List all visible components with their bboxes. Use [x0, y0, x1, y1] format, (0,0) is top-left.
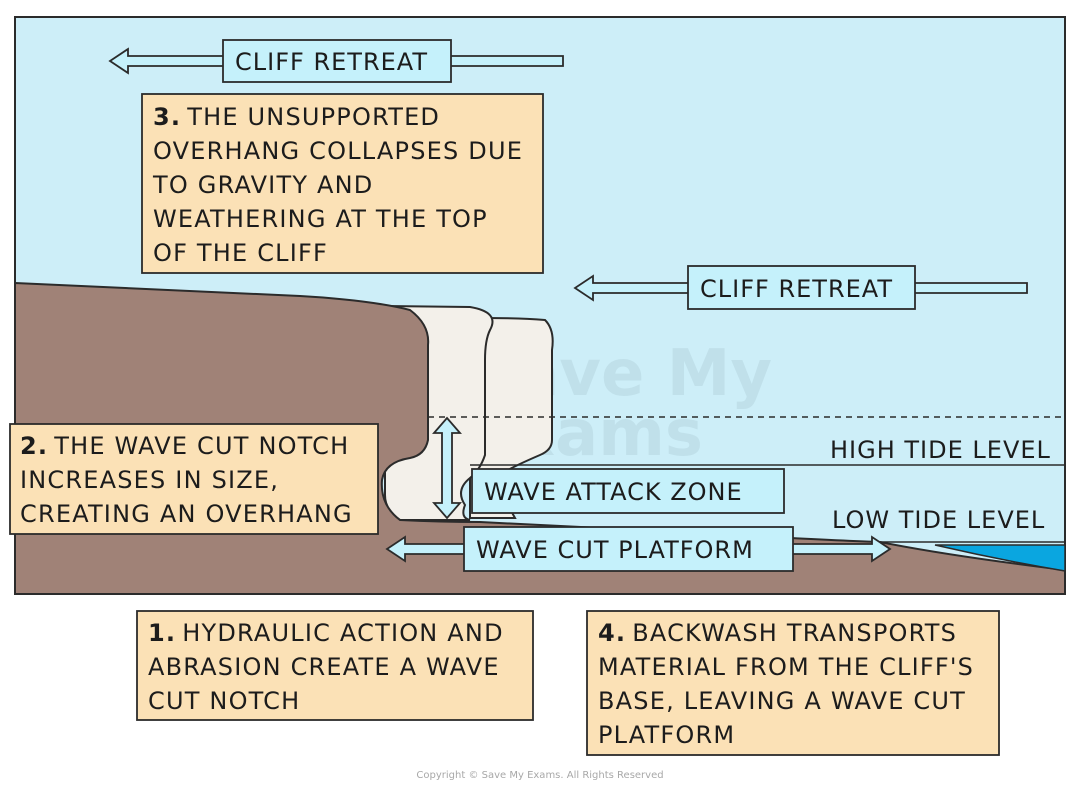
step-3-line-1: 3.THE UNSUPPORTED — [153, 103, 440, 131]
copyright-notice: Copyright © Save My Exams. All Rights Re… — [416, 770, 663, 781]
wave-attack-zone-label: WAVE ATTACK ZONE — [484, 478, 743, 506]
step-2-box: 2.THE WAVE CUT NOTCH INCREASES IN SIZE, … — [9, 423, 379, 535]
step-4-line-1: 4.BACKWASH TRANSPORTS — [598, 619, 957, 647]
step-4-line-2: MATERIAL FROM THE CLIFF'S — [598, 653, 974, 681]
step-4-line-4: PLATFORM — [598, 721, 735, 749]
sea-water — [934, 544, 1066, 572]
step-3-line-2: OVERHANG COLLAPSES DUE — [153, 137, 523, 165]
step-1-line-2: ABRASION CREATE A WAVE — [148, 653, 500, 681]
step-1-line-1: 1.HYDRAULIC ACTION AND — [148, 619, 504, 647]
wave-attack-zone-box — [471, 468, 785, 514]
wave-cut-platform-box — [463, 526, 794, 572]
step-2-line-3: CREATING AN OVERHANG — [20, 500, 353, 528]
cliff-retreat-label-mid: CLIFF RETREAT — [700, 275, 893, 303]
high-tide-label: HIGH TIDE LEVEL — [830, 436, 1051, 464]
step-3-box: 3.THE UNSUPPORTED OVERHANG COLLAPSES DUE… — [141, 93, 544, 274]
step-1-box: 1.HYDRAULIC ACTION AND ABRASION CREATE A… — [136, 610, 534, 721]
cliff-retreat-box-top — [222, 39, 452, 83]
step-3-line-5: OF THE CLIFF — [153, 239, 328, 267]
step-1-line-3: CUT NOTCH — [148, 687, 300, 715]
step-2-line-2: INCREASES IN SIZE, — [20, 466, 279, 494]
wave-attack-zone-arrow — [432, 416, 462, 520]
cliff-retreat-label-top: CLIFF RETREAT — [235, 48, 428, 76]
cliff-retreat-box-mid — [687, 265, 916, 310]
step-3-line-4: WEATHERING AT THE TOP — [153, 205, 488, 233]
step-2-line-1: 2.THE WAVE CUT NOTCH — [20, 432, 349, 460]
low-tide-label: LOW TIDE LEVEL — [832, 506, 1045, 534]
step-3-line-3: TO GRAVITY AND — [152, 171, 373, 199]
step-4-line-3: BASE, LEAVING A WAVE CUT — [598, 687, 966, 715]
wave-cut-platform-label: WAVE CUT PLATFORM — [476, 536, 754, 564]
step-4-box: 4.BACKWASH TRANSPORTS MATERIAL FROM THE … — [586, 610, 1000, 756]
